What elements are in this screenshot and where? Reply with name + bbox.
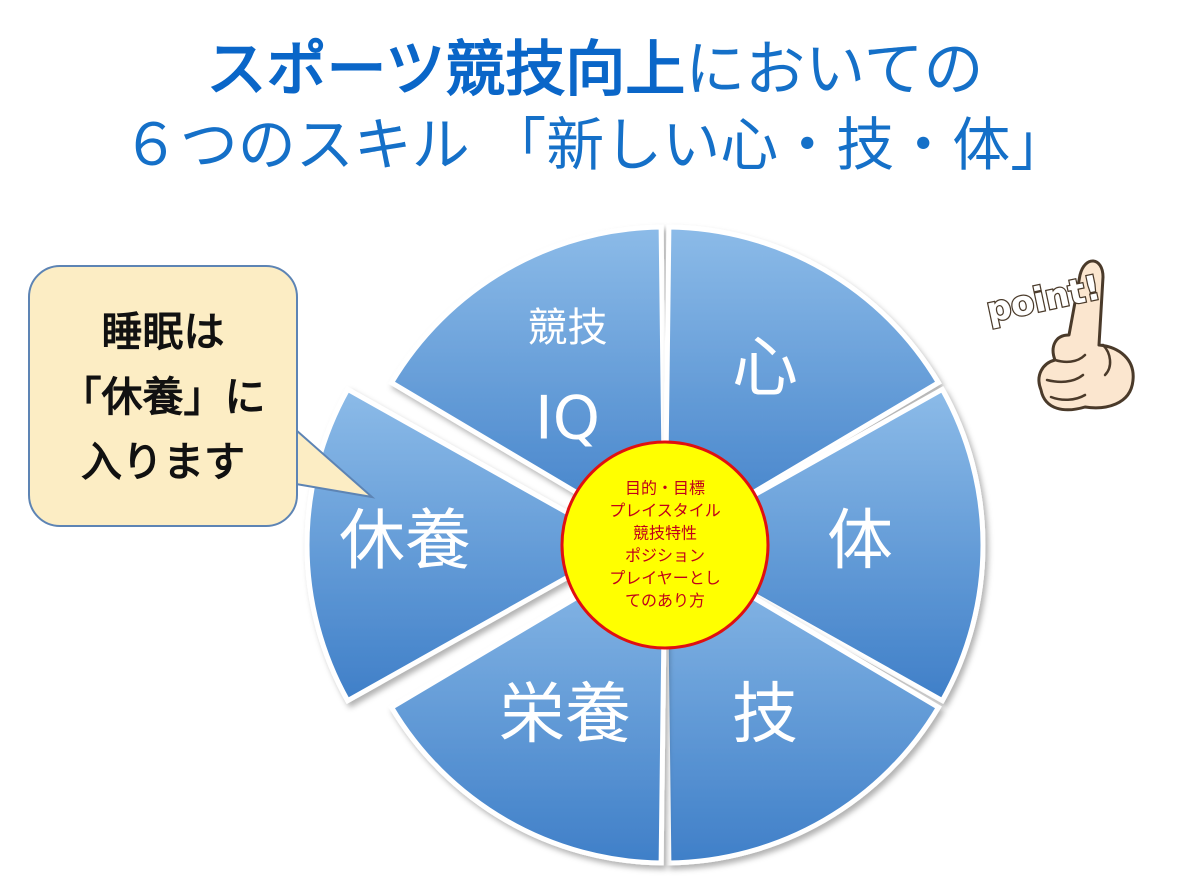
callout-line: 「休養」に: [60, 373, 266, 421]
point-badge: point!: [982, 259, 1135, 412]
callout-text: 睡眠は 「休養」に 入ります: [28, 300, 298, 495]
pointing-hand-icon: [1037, 259, 1135, 412]
segment-label-skill: 技: [732, 675, 798, 752]
segment-label-body: 体: [827, 502, 893, 579]
callout-line: 睡眠は: [101, 308, 225, 356]
center-core: [560, 440, 770, 650]
segment-label-line: 栄養: [499, 675, 631, 752]
page-title-line2: ６つのスキル 「新しい心・技・体」: [121, 111, 1069, 179]
segment-rest: [304, 385, 631, 705]
segment-mind: [662, 224, 942, 550]
segment-label-iq: 競技 IQ: [528, 305, 608, 454]
segment-label-line: 休養: [339, 502, 471, 579]
pie-labels: 競技 IQ 心体技 栄養 休養: [339, 305, 893, 752]
title-emphasis: スポーツ競技向上: [206, 35, 686, 105]
center-circle: 目的・目標プレイスタイル競技特性ポジションプレイヤーとしてのあり方: [560, 440, 770, 650]
center-text: 目的・目標プレイスタイル競技特性ポジションプレイヤーとしてのあり方: [609, 478, 721, 610]
segment-label-line: 技: [732, 675, 798, 752]
segment-iq: [388, 224, 668, 550]
center-line: ポジション: [625, 546, 705, 565]
segment-label-line: 体: [827, 502, 893, 579]
pie-segments: [304, 224, 986, 866]
center-line: てのあり方: [625, 591, 705, 610]
segment-body: [659, 385, 986, 705]
callout-tail: [295, 429, 376, 499]
segment-label-line: IQ: [535, 384, 600, 454]
segment-label-line: 心: [732, 329, 798, 406]
segment-label-nutrition: 栄養: [499, 675, 631, 752]
segment-label-line: 競技: [528, 305, 608, 351]
title-rest: においての: [685, 35, 984, 105]
segment-label-rest: 休養: [339, 502, 471, 579]
speech-callout: [28, 265, 298, 527]
center-line: プレイスタイル: [609, 501, 721, 520]
center-line: 目的・目標: [625, 478, 705, 497]
callout-line: 入ります: [81, 438, 245, 486]
segment-skill: [662, 540, 942, 866]
segment-nutrition: [388, 540, 668, 866]
segment-label-mind: 心: [732, 329, 798, 406]
center-line: 競技特性: [633, 523, 697, 542]
page-title-line1: スポーツ競技向上においての: [0, 35, 1190, 105]
center-line: プレイヤーとし: [609, 568, 721, 587]
